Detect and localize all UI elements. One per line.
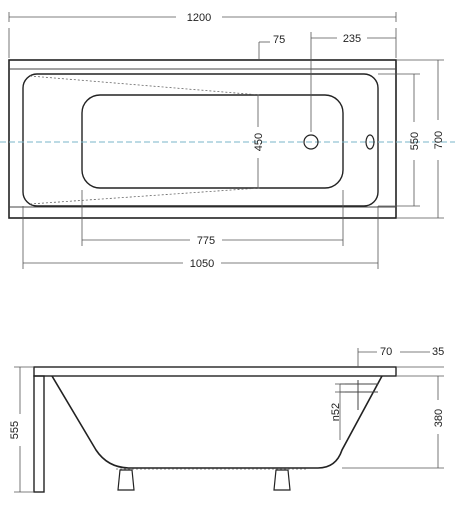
overflow-icon — [365, 134, 375, 150]
dim-overflow-diameter: n52 — [330, 403, 342, 421]
slope-line-top — [29, 75, 261, 96]
dim-inner-length: 1050 — [190, 258, 214, 270]
right-foot — [273, 469, 291, 491]
tub-body-profile — [51, 375, 383, 469]
top-view: 1200 75 235 450 550 700 775 — [0, 12, 455, 270]
tub-inner-basin — [22, 73, 379, 207]
left-foot — [117, 469, 135, 491]
dim-overall-length: 1200 — [187, 12, 211, 24]
dim-depth: 380 — [433, 409, 445, 427]
drain-icon — [303, 134, 319, 150]
dim-inner-bottom-width: 450 — [253, 133, 265, 151]
side-view: 555 70 35 380 n52 — [9, 346, 445, 493]
dim-drain-offset: 235 — [343, 33, 361, 45]
dim-inner-bottom-length: 775 — [197, 235, 215, 247]
slope-line-bottom — [29, 187, 261, 205]
dim-overflow-offset: 75 — [273, 34, 285, 46]
dim-total-height: 555 — [9, 421, 21, 439]
end-panel — [33, 375, 45, 493]
dim-rim-thickness: 35 — [432, 346, 444, 358]
dim-inner-width: 550 — [409, 132, 421, 150]
tub-outer-rim — [8, 59, 397, 219]
dim-overall-width: 700 — [433, 131, 445, 149]
side-rim — [33, 366, 397, 377]
dim-rim-width: 70 — [380, 346, 392, 358]
